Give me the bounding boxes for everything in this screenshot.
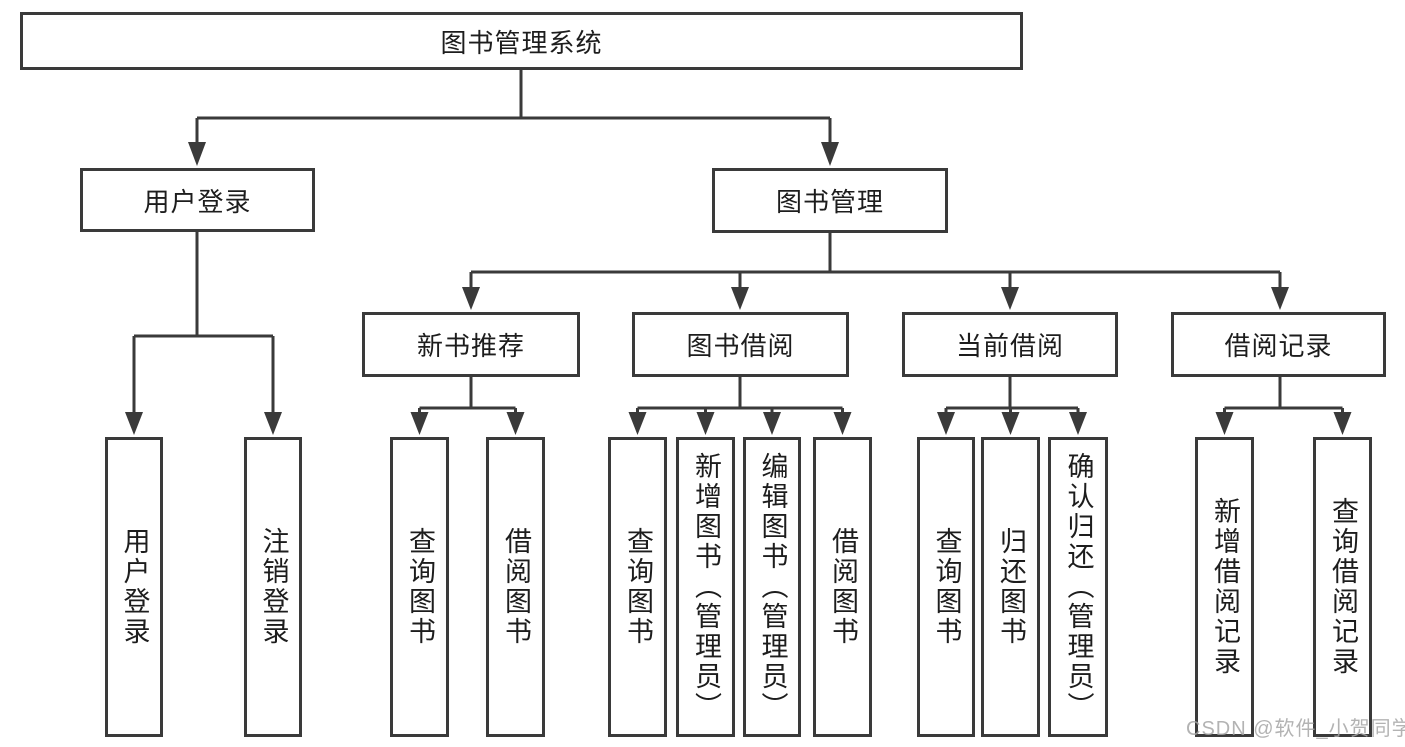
node-book-management: 图书管理 — [712, 168, 948, 233]
leaf-label: 查询图书 — [931, 527, 962, 647]
node-library-management-system: 图书管理系统 — [20, 12, 1023, 70]
node-label: 图书管理 — [775, 187, 884, 217]
leaf-recommend-borrow-book: 借阅图书 — [486, 437, 545, 737]
leaf-edit-book-admin: 编辑图书（管理员） — [743, 437, 801, 737]
node-label: 新书推荐 — [416, 331, 525, 361]
leaf-label: 用户登录 — [119, 527, 150, 647]
node-borrow-records: 借阅记录 — [1171, 312, 1386, 377]
leaf-label: 新增图书（管理员） — [691, 452, 721, 722]
leaf-borrow-query-book: 查询图书 — [608, 437, 667, 737]
leaf-borrow-borrow-book: 借阅图书 — [813, 437, 872, 737]
node-user-login: 用户登录 — [80, 168, 315, 232]
leaf-current-query-book: 查询图书 — [917, 437, 975, 737]
arrowhead-icons — [125, 142, 1352, 435]
leaf-confirm-return-admin: 确认归还（管理员） — [1048, 437, 1108, 737]
node-label: 当前借阅 — [955, 331, 1064, 361]
leaf-label: 查询图书 — [405, 527, 435, 647]
node-label: 用户登录 — [143, 186, 252, 217]
node-current-borrow: 当前借阅 — [902, 312, 1118, 377]
leaf-label: 新增借阅记录 — [1210, 497, 1240, 677]
leaf-label: 查询借阅记录 — [1328, 497, 1358, 677]
leaf-label: 编辑图书（管理员） — [757, 452, 788, 722]
leaf-add-book-admin: 新增图书（管理员） — [676, 437, 735, 737]
leaf-add-borrow-record: 新增借阅记录 — [1195, 437, 1254, 737]
node-book-borrow: 图书借阅 — [632, 312, 849, 377]
leaf-label: 注销登录 — [258, 527, 289, 647]
node-label: 图书借阅 — [686, 331, 795, 361]
leaf-label: 查询图书 — [623, 527, 653, 647]
leaf-recommend-query-book: 查询图书 — [390, 437, 449, 737]
leaf-label: 借阅图书 — [501, 527, 531, 647]
leaf-label: 归还图书 — [996, 527, 1026, 647]
node-label: 借阅记录 — [1224, 331, 1333, 361]
leaf-user-login: 用户登录 — [105, 437, 163, 737]
leaf-label: 借阅图书 — [828, 527, 858, 647]
leaf-logout: 注销登录 — [244, 437, 302, 737]
watermark-text: CSDN @软件_小贺同学 — [1186, 718, 1405, 740]
csdn-watermark: CSDN @软件_小贺同学 — [1186, 712, 1405, 741]
node-label: 图书管理系统 — [440, 27, 603, 58]
leaf-return-book: 归还图书 — [981, 437, 1040, 737]
leaf-query-borrow-record: 查询借阅记录 — [1313, 437, 1372, 737]
node-new-book-recommend: 新书推荐 — [362, 312, 580, 377]
leaf-label: 确认归还（管理员） — [1063, 452, 1094, 722]
